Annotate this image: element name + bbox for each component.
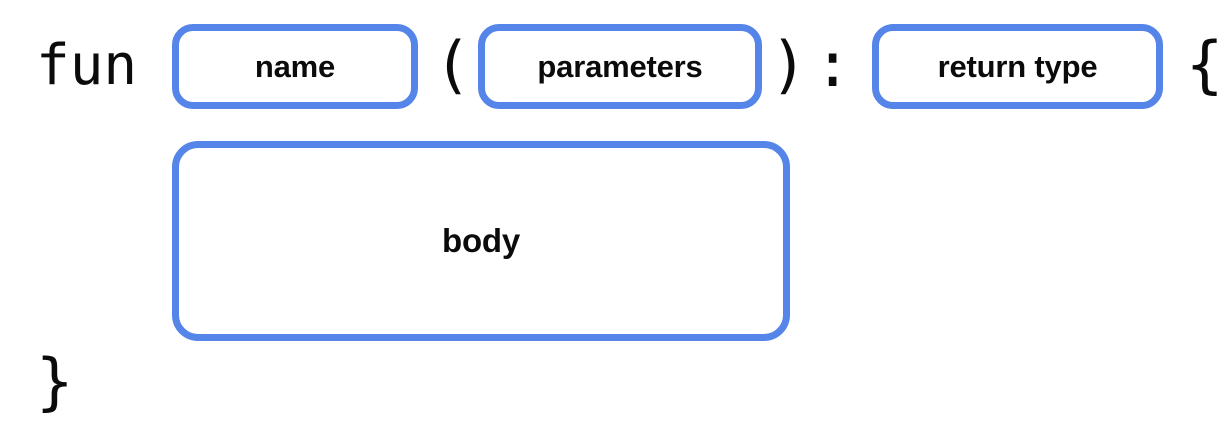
slot-body-label: body <box>441 222 521 259</box>
brace-close-glyph: } <box>36 345 74 418</box>
brace-open-glyph: { <box>1186 28 1224 101</box>
slot-name[interactable]: name <box>172 24 418 109</box>
colon-glyph: : <box>814 28 852 101</box>
slot-parameters[interactable]: parameters <box>478 24 762 109</box>
paren-open-glyph: ( <box>434 28 472 101</box>
slot-return-type[interactable]: return type <box>872 24 1163 109</box>
slot-return-type-label: return type <box>937 48 1098 84</box>
keyword-fun: fun <box>36 33 138 98</box>
slot-name-label: name <box>254 48 336 84</box>
paren-close-glyph: ) <box>770 28 808 101</box>
slot-parameters-label: parameters <box>537 48 703 84</box>
slot-body[interactable]: body <box>172 141 790 341</box>
